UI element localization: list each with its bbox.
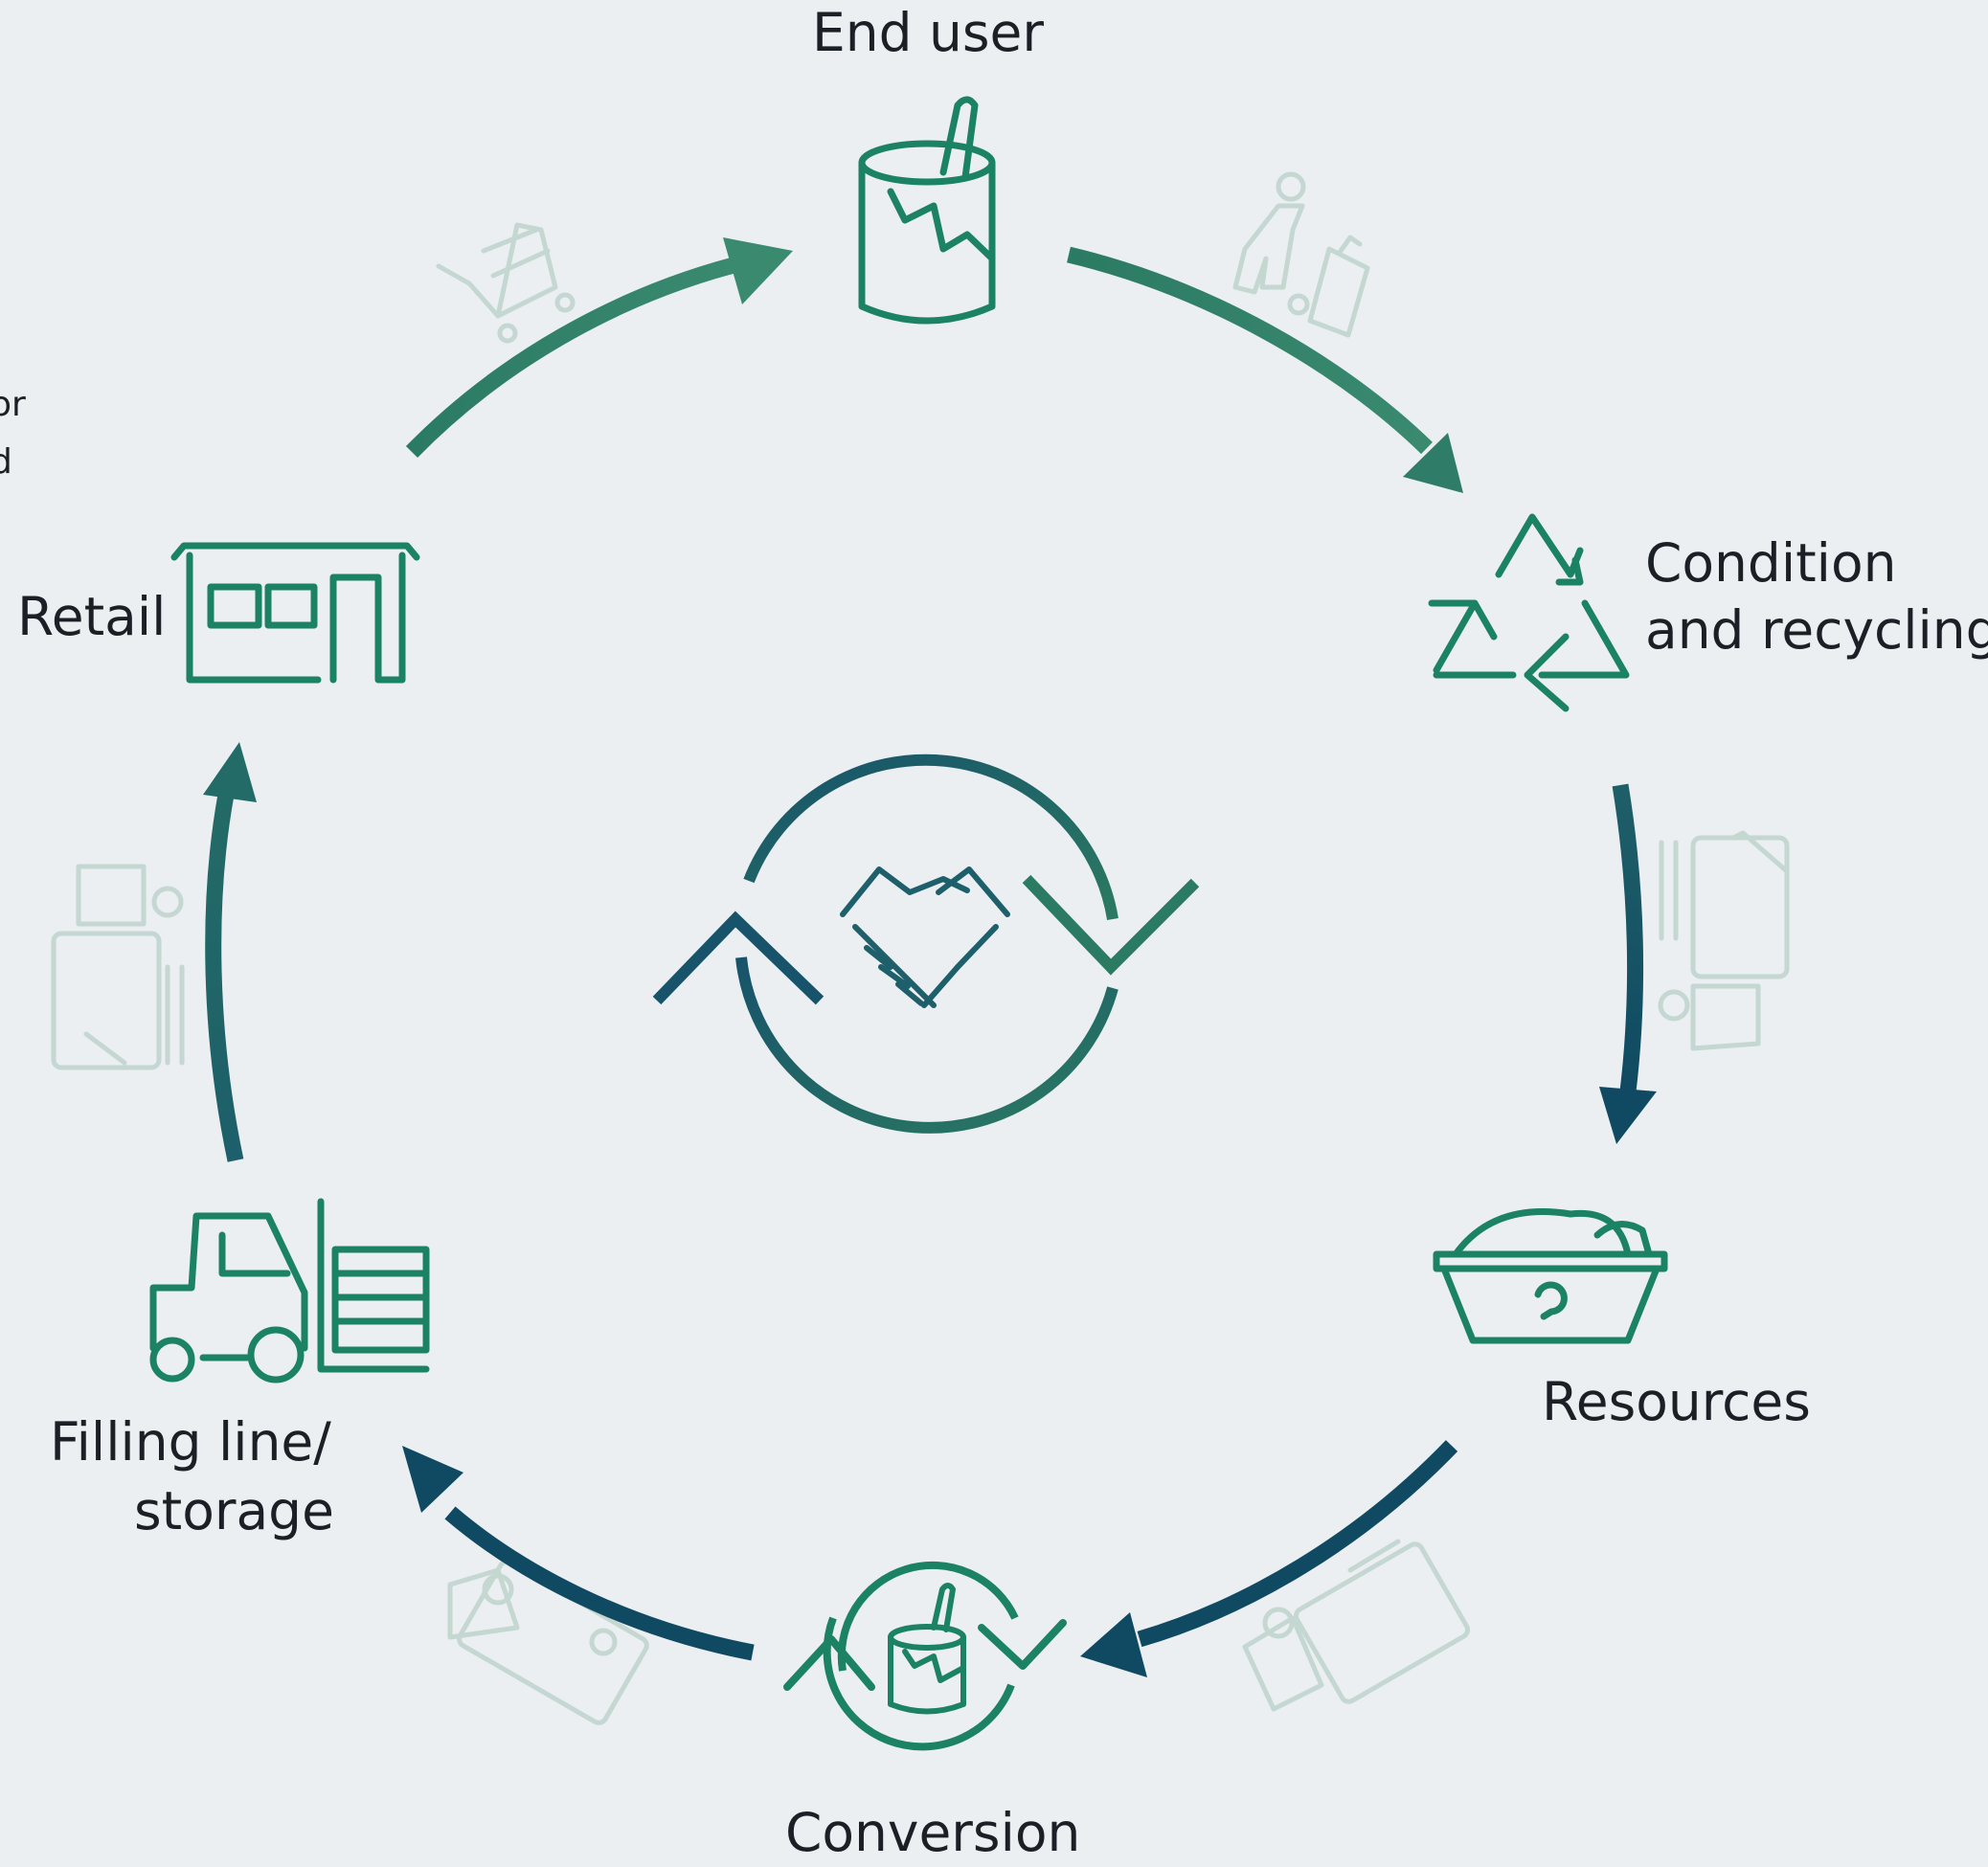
arrow-resources-to-conversion: [1080, 1440, 1458, 1677]
truck-icon: [1658, 830, 1790, 1051]
edge-text-fragment-2: d: [0, 442, 12, 482]
label-end-user: End user: [812, 2, 1044, 63]
arrow-end-user-to-recycling: [1067, 246, 1463, 493]
shopping-cart-icon: [436, 222, 576, 344]
label-condition: Condition: [1645, 532, 1897, 594]
arrow-filling-to-retail: [203, 742, 257, 1162]
person-with-bag-icon: [1232, 171, 1370, 338]
arrow-retail-to-end-user: [405, 237, 793, 458]
shop-icon: [170, 542, 420, 684]
arrow-recycling-to-resources: [1599, 783, 1657, 1144]
recycle-icon: [1428, 513, 1630, 712]
label-retail: Retail: [17, 586, 167, 647]
forklift-icon: [149, 1198, 430, 1383]
edge-text-fragment-1: or: [0, 385, 26, 424]
delivery-truck-icon: [1242, 1539, 1471, 1712]
paint-can-icon: [858, 96, 996, 325]
label-conversion: Conversion: [785, 1802, 1081, 1863]
label-storage: storage: [134, 1480, 334, 1541]
label-filling-line: Filling line/: [50, 1411, 331, 1473]
lorry-icon: [51, 864, 185, 1070]
label-resources: Resources: [1542, 1371, 1811, 1432]
center-cycle-icon: [652, 754, 1200, 1134]
arrow-conversion-to-filling: [402, 1446, 755, 1661]
handshake-icon: [840, 866, 1010, 1008]
paint-can-cycle-icon: [783, 1562, 1067, 1751]
label-and-recycling: and recycling: [1645, 599, 1988, 661]
material-bin-icon: [1433, 1208, 1668, 1344]
